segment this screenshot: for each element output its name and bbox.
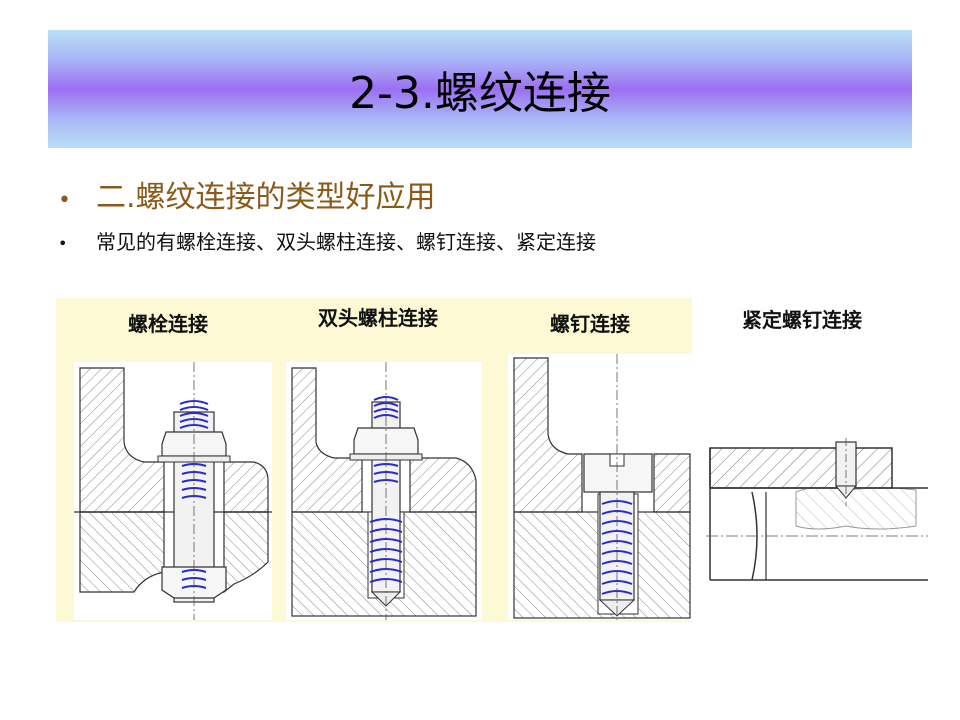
set-screw-connection-svg bbox=[706, 438, 928, 581]
bullet-marker: • bbox=[58, 188, 71, 213]
bullet-marker: • bbox=[58, 234, 68, 253]
stud-connection-svg bbox=[291, 362, 477, 620]
screw-connection-drawing bbox=[508, 354, 692, 620]
bullet-heading: • 二.螺纹连接的类型好应用 bbox=[58, 172, 920, 216]
bullet-list: • 二.螺纹连接的类型好应用 • 常见的有螺栓连接、双头螺柱连接、螺钉连接、紧定… bbox=[58, 172, 920, 255]
connection-figures: 螺栓连接 双头螺柱连接 螺钉连接 bbox=[56, 298, 692, 622]
screw-connection-svg bbox=[513, 354, 691, 620]
bolt-connection-svg bbox=[74, 362, 272, 620]
title-banner: 2-3.螺纹连接 bbox=[48, 30, 912, 148]
bolt-connection-drawing bbox=[74, 362, 272, 620]
set-screw-connection-label: 紧定螺钉连接 bbox=[742, 308, 862, 332]
stud-connection-label: 双头螺柱连接 bbox=[318, 306, 438, 330]
slide-title: 2-3.螺纹连接 bbox=[349, 68, 611, 119]
bullet-body: • 常见的有螺栓连接、双头螺柱连接、螺钉连接、紧定连接 bbox=[58, 226, 920, 255]
bullet-body-text: 常见的有螺栓连接、双头螺柱连接、螺钉连接、紧定连接 bbox=[96, 230, 596, 254]
stud-connection-drawing bbox=[286, 362, 482, 620]
bolt-connection-label: 螺栓连接 bbox=[128, 312, 208, 336]
screw-connection-label: 螺钉连接 bbox=[550, 312, 630, 336]
set-screw-connection-drawing bbox=[706, 436, 928, 588]
bullet-heading-text: 二.螺纹连接的类型好应用 bbox=[96, 180, 436, 215]
